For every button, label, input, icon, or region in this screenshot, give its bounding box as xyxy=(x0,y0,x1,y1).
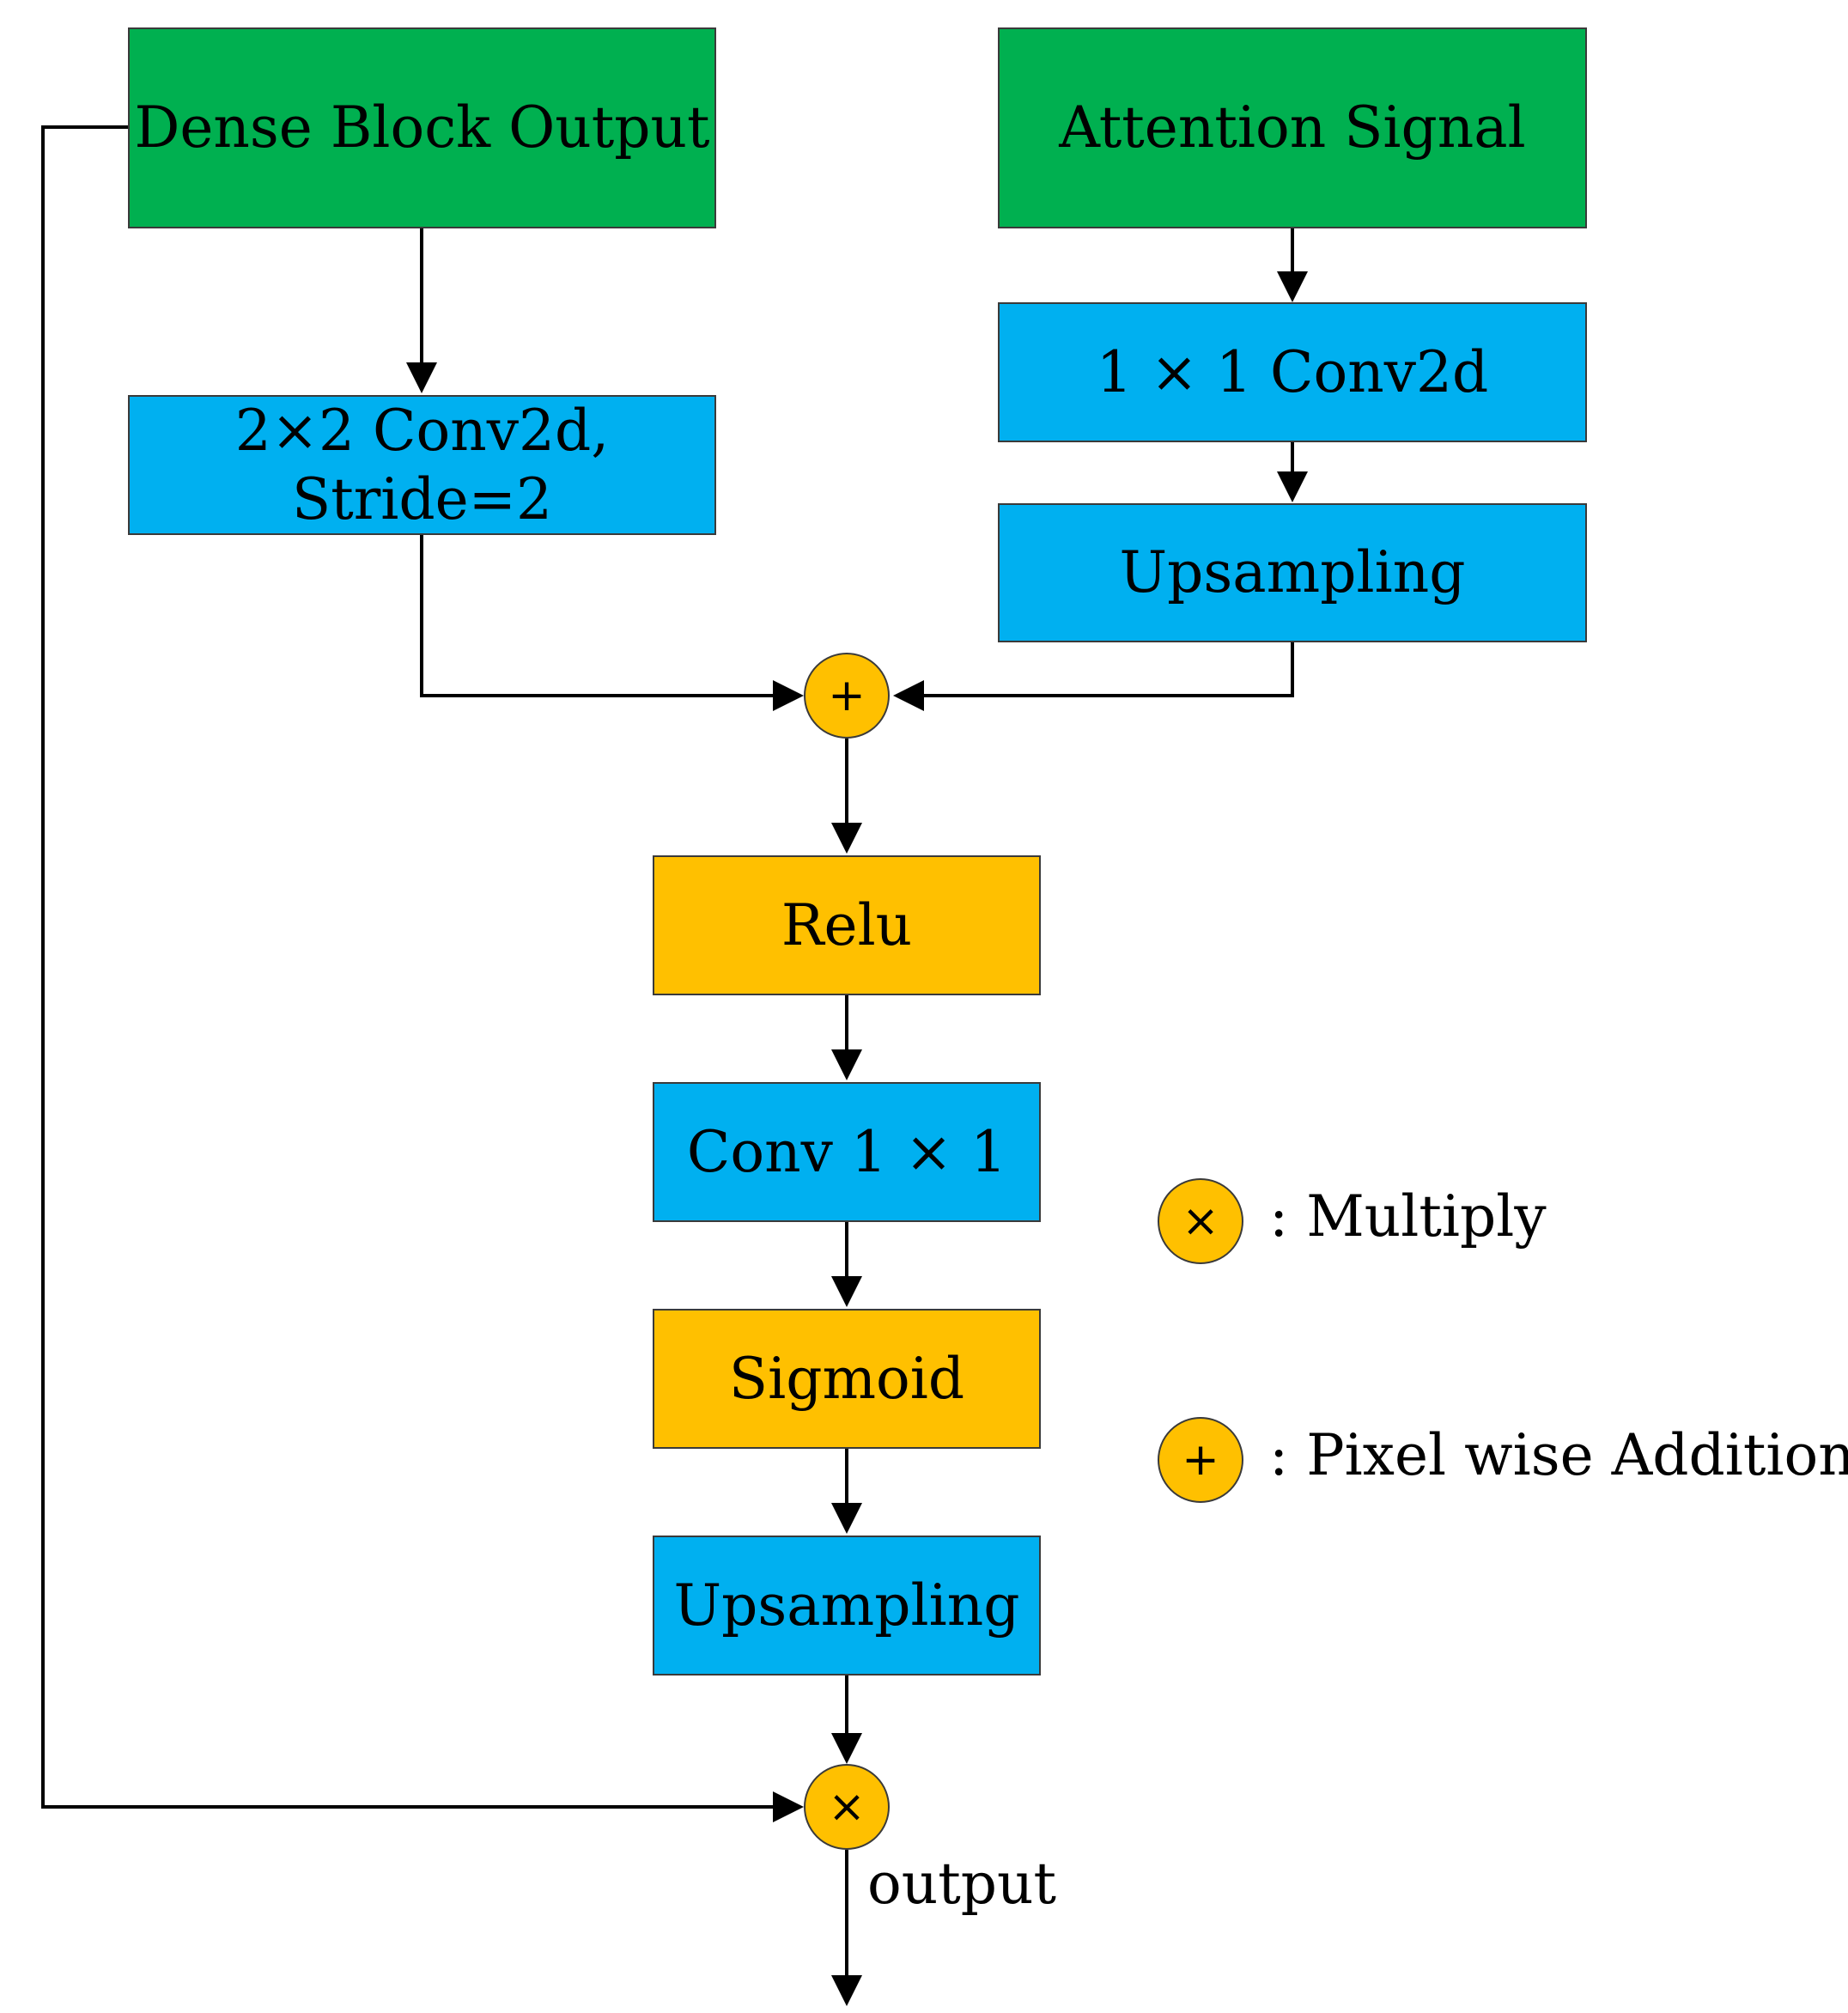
upsampling-top-box: Upsampling xyxy=(998,503,1587,642)
sigmoid-box: Sigmoid xyxy=(653,1309,1041,1449)
relu-label: Relu xyxy=(781,891,913,958)
addition-operator-symbol: + xyxy=(828,670,866,721)
attention-signal-label: Attention Signal xyxy=(1059,94,1526,161)
upsampling-top-label: Upsampling xyxy=(1119,539,1466,606)
output-label: output xyxy=(867,1851,1057,1917)
legend-multiply-icon: × xyxy=(1158,1178,1243,1264)
dense-block-output-label: Dense Block Output xyxy=(134,94,710,161)
attention-signal-box: Attention Signal xyxy=(998,27,1587,228)
legend-multiply-label: : Multiply xyxy=(1269,1183,1547,1250)
conv2x2-box: 2×2 Conv2d, Stride=2 xyxy=(128,395,716,535)
conv1x1-top-label: 1 × 1 Conv2d xyxy=(1096,338,1489,405)
relu-box: Relu xyxy=(653,855,1041,995)
legend-addition-symbol: + xyxy=(1182,1434,1219,1486)
conv2x2-label: 2×2 Conv2d, Stride=2 xyxy=(234,398,610,532)
multiply-operator-symbol: × xyxy=(828,1781,866,1833)
upsampling-bottom-label: Upsampling xyxy=(673,1572,1020,1639)
conv1x1-box: Conv 1 × 1 xyxy=(653,1082,1041,1222)
conv1x1-top-box: 1 × 1 Conv2d xyxy=(998,302,1587,442)
addition-operator: + xyxy=(804,653,890,739)
arrow-upsampling-to-add xyxy=(919,642,1294,697)
legend-addition-icon: + xyxy=(1158,1417,1243,1503)
dense-block-output-box: Dense Block Output xyxy=(128,27,716,228)
skip-connection-line xyxy=(41,125,777,1809)
legend-addition-label: : Pixel wise Addition xyxy=(1269,1422,1848,1488)
upsampling-bottom-box: Upsampling xyxy=(653,1536,1041,1675)
legend-multiply-symbol: × xyxy=(1182,1195,1219,1247)
multiply-operator: × xyxy=(804,1764,890,1850)
sigmoid-label: Sigmoid xyxy=(728,1345,965,1412)
arrow-conv2x2-to-add xyxy=(420,535,777,697)
conv1x1-label: Conv 1 × 1 xyxy=(686,1118,1007,1185)
